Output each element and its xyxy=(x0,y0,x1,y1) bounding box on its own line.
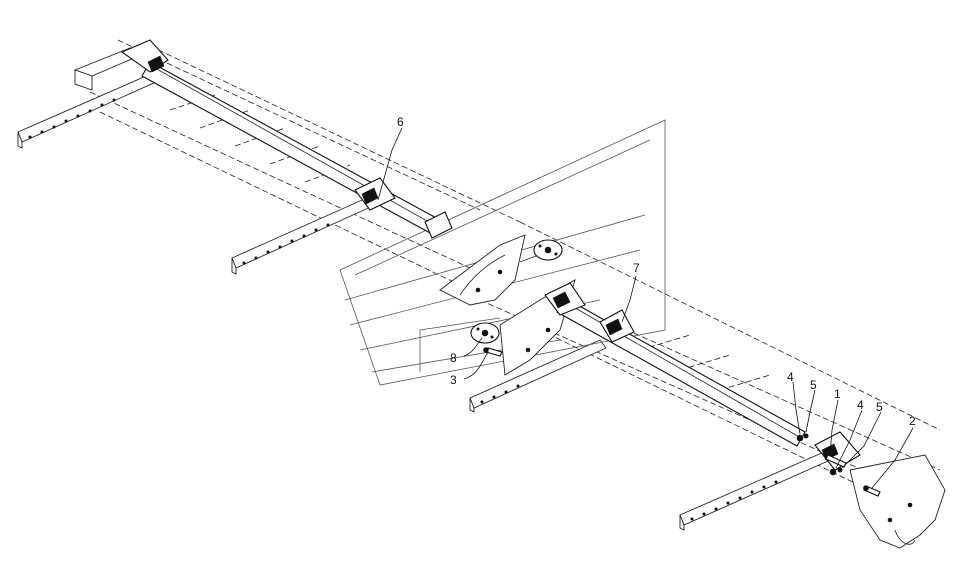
washer-item-5a xyxy=(803,433,809,439)
callout-3: 3 xyxy=(450,373,457,387)
cross-tube-lower xyxy=(544,282,806,447)
callout-4a: 4 xyxy=(787,370,794,384)
end-bracket-assembly xyxy=(796,431,881,497)
nut-item-4a xyxy=(796,434,804,442)
nut-item-4b xyxy=(829,468,837,476)
callout-labels: 6 7 8 3 4 5 1 4 5 2 xyxy=(397,115,916,428)
bolt-item-3 xyxy=(483,347,503,357)
callout-1: 1 xyxy=(834,387,841,401)
callout-4b: 4 xyxy=(857,398,864,412)
leader-lines xyxy=(377,127,914,489)
flange-plate-lower xyxy=(470,322,500,344)
callout-5b: 5 xyxy=(876,400,883,414)
callout-2: 2 xyxy=(909,414,916,428)
frame-rail-lower xyxy=(469,339,847,531)
washer-item-5b xyxy=(837,467,843,473)
callout-8: 8 xyxy=(450,351,457,365)
frame-rail-middle xyxy=(231,191,387,275)
frame-end-plate-right xyxy=(849,454,946,549)
cross-tube-upper xyxy=(120,39,453,239)
callout-6: 6 xyxy=(397,115,404,129)
callout-5a: 5 xyxy=(810,378,817,392)
flange-plate-upper xyxy=(519,239,563,263)
callout-7: 7 xyxy=(633,261,640,275)
